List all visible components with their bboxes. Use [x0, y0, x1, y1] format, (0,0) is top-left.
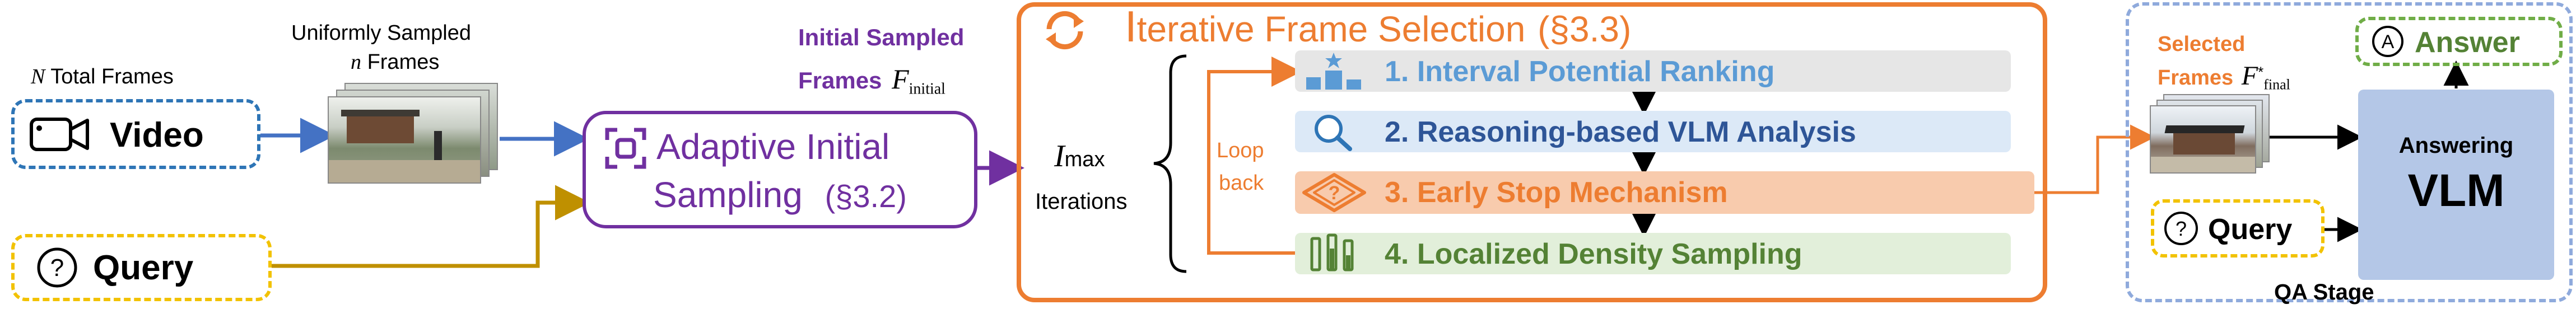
- iterative-title-initial: I: [1125, 2, 1137, 51]
- answer-box: A Answer: [2355, 17, 2563, 66]
- iterative-title: Iterative Frame Selection (§3.3): [1125, 2, 1632, 51]
- answering-label: Answering: [2398, 133, 2514, 158]
- total-frames-var: N: [31, 65, 45, 88]
- selected-frames-line2: Frames F*final: [2158, 61, 2290, 93]
- adaptive-section: (§3.2): [824, 179, 907, 214]
- imax-label: Imax: [1054, 139, 1105, 174]
- iterative-selection-box: [1017, 2, 2047, 302]
- iterative-section: (§3.3): [1538, 9, 1632, 49]
- adaptive-sampling-box: Adaptive Initial Sampling (§3.2): [583, 111, 977, 228]
- loop-back-line2: back: [1219, 171, 1264, 195]
- step-3-label: 3. Early Stop Mechanism: [1385, 176, 1728, 209]
- uniform-title-line2: n Frames: [351, 50, 440, 74]
- iterations-brace: [1153, 54, 1187, 273]
- refresh-cycle-icon: [1046, 11, 1084, 50]
- question-diamond-icon: ?: [1302, 173, 1366, 212]
- selected-frame-front: [2150, 105, 2256, 174]
- svg-text:A: A: [2382, 31, 2395, 53]
- uniform-title-line1: Uniformly Sampled: [291, 21, 471, 45]
- initial-frames-line1: Initial Sampled: [798, 24, 965, 50]
- uniform-frames-stack: [328, 83, 498, 184]
- initial-frames-line2: Frames Finitial: [798, 63, 945, 98]
- loop-back-arrow: [1207, 57, 1302, 255]
- step-3-row: ? 3. Early Stop Mechanism: [1295, 171, 2034, 214]
- video-camera-icon: [30, 118, 89, 151]
- qa-stage-label: QA Stage: [2274, 280, 2374, 305]
- step-2-row: 2. Reasoning-based VLM Analysis: [1295, 111, 2011, 152]
- step-2-label: 2. Reasoning-based VLM Analysis: [1385, 116, 1856, 148]
- step-4-row: 4. Localized Density Sampling: [1295, 233, 2011, 274]
- qa-stage-box: [2126, 2, 2573, 302]
- step-4-label: 4. Localized Density Sampling: [1385, 238, 1802, 270]
- adaptive-line2: Sampling (§3.2): [653, 175, 907, 215]
- svg-text:?: ?: [50, 254, 64, 282]
- svg-text:?: ?: [2176, 217, 2187, 240]
- magnifier-icon: [1315, 115, 1352, 151]
- selected-frames-line1: Selected: [2158, 32, 2246, 56]
- arrow-stop-to-selected: [2034, 124, 2155, 194]
- answer-label: Answer: [2415, 26, 2520, 59]
- step-1-row: 1. Interval Potential Ranking: [1295, 50, 2011, 92]
- question-circle-icon: ?: [37, 247, 77, 288]
- focus-frame-icon: [605, 128, 646, 169]
- density-icon: [1310, 233, 1354, 271]
- selected-frames-stack: [2150, 94, 2270, 174]
- frame-thumb-front: [328, 96, 481, 184]
- query-box-right: ? Query: [2151, 199, 2325, 258]
- final-symbol: F*final: [2241, 61, 2290, 93]
- query-label-right: Query: [2208, 213, 2293, 246]
- video-box: Video: [11, 99, 260, 169]
- initial-symbol: Finitial: [892, 63, 945, 98]
- step-1-label: 1. Interval Potential Ranking: [1385, 55, 1775, 88]
- video-label: Video: [110, 116, 204, 154]
- adaptive-line1: Adaptive Initial: [656, 127, 890, 167]
- answer-a-icon: A: [2372, 26, 2403, 57]
- total-frames-label: N Total Frames: [31, 65, 174, 88]
- uniform-var: n: [351, 50, 361, 74]
- ranking-icon: [1306, 53, 1361, 90]
- iterations-label: Iterations: [1035, 189, 1128, 214]
- answering-vlm-box: Answering VLM: [2358, 90, 2554, 280]
- svg-text:?: ?: [1329, 182, 1340, 204]
- question-circle-icon-right: ?: [2164, 212, 2198, 245]
- loop-back-line1: Loop: [1217, 139, 1264, 162]
- query-label-left: Query: [93, 249, 194, 287]
- query-box-left: ? Query: [11, 234, 272, 301]
- arrow-query-to-adaptive: [272, 185, 590, 268]
- vlm-label: VLM: [2407, 165, 2505, 216]
